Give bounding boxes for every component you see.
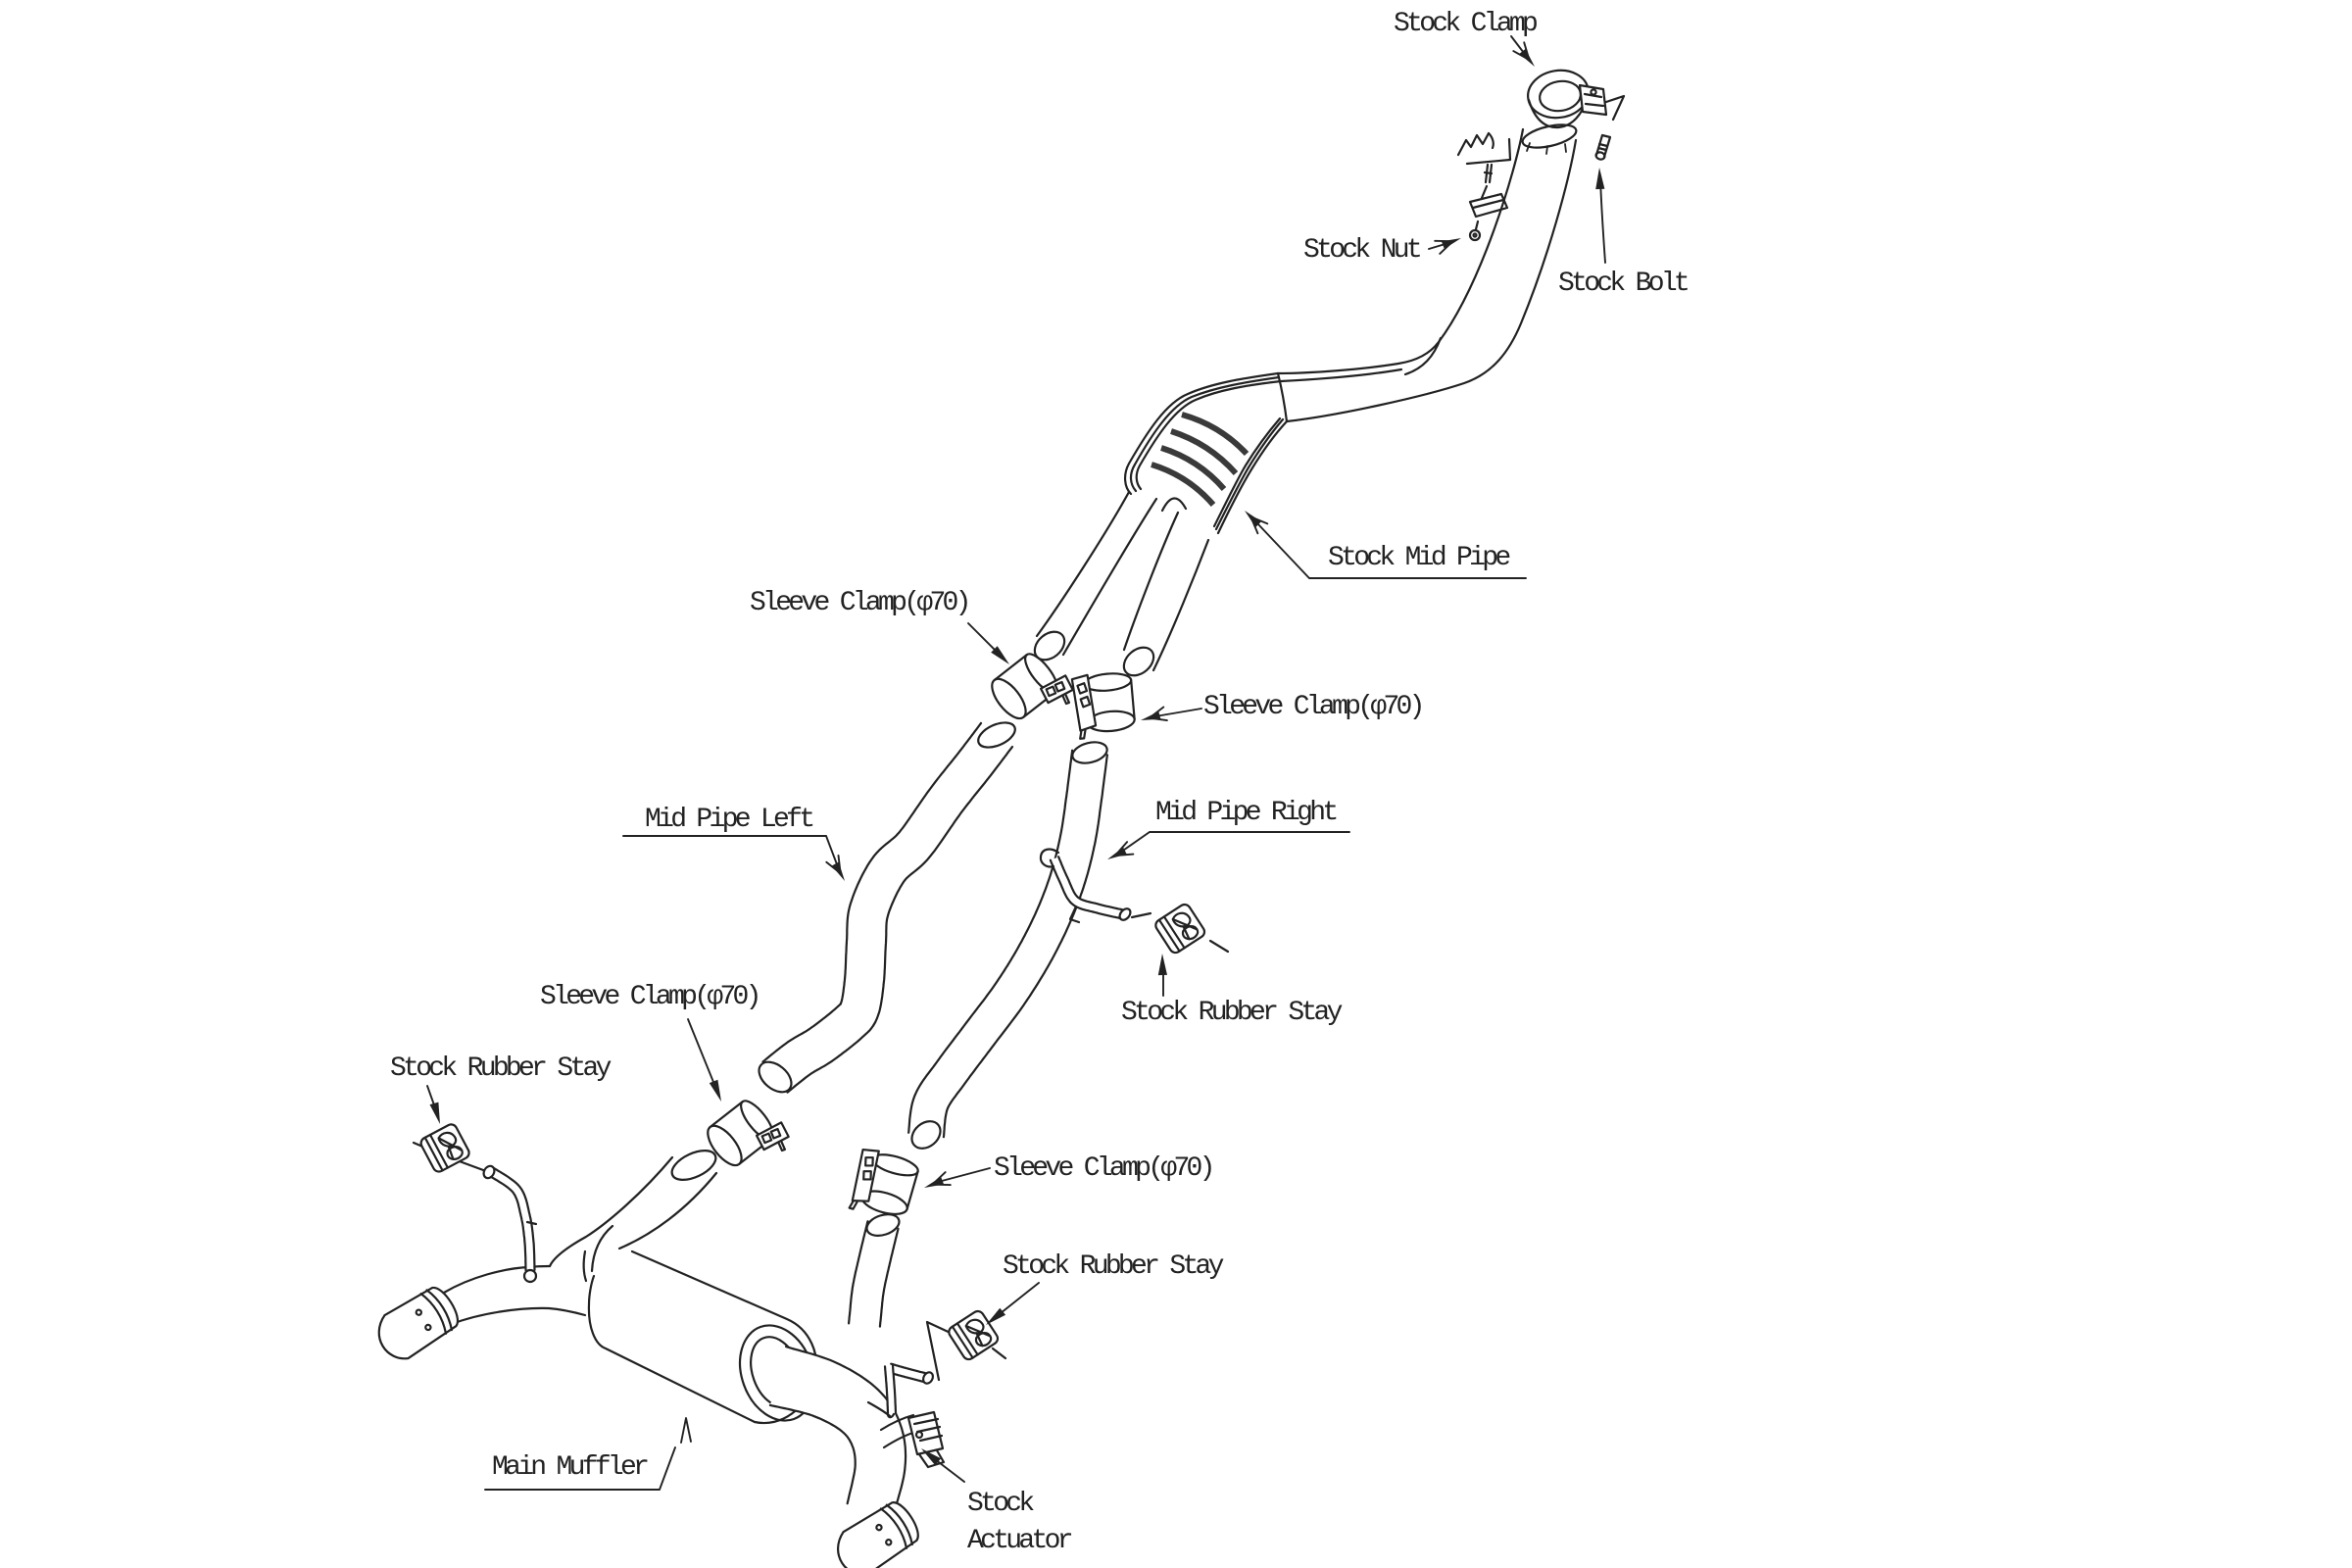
svg-text:Actuator: Actuator — [967, 1526, 1072, 1556]
svg-text:Sleeve Clamp(φ70): Sleeve Clamp(φ70) — [994, 1153, 1212, 1184]
svg-text:Stock: Stock — [967, 1489, 1034, 1519]
svg-text:Stock Bolt: Stock Bolt — [1558, 269, 1688, 299]
svg-text:Sleeve Clamp(φ70): Sleeve Clamp(φ70) — [1203, 692, 1422, 722]
svg-text:Sleeve Clamp(φ70): Sleeve Clamp(φ70) — [540, 982, 759, 1012]
svg-text:Stock Nut: Stock Nut — [1303, 235, 1420, 266]
svg-text:Stock Mid Pipe: Stock Mid Pipe — [1328, 543, 1509, 573]
svg-text:Stock Rubber Stay: Stock Rubber Stay — [1003, 1251, 1224, 1282]
svg-text:Stock Clamp: Stock Clamp — [1394, 9, 1537, 39]
svg-text:Stock Rubber Stay: Stock Rubber Stay — [390, 1054, 612, 1084]
svg-text:Main Muffler: Main Muffler — [492, 1452, 648, 1483]
svg-text:Sleeve Clamp(φ70): Sleeve Clamp(φ70) — [750, 588, 968, 618]
svg-text:Mid Pipe Left: Mid Pipe Left — [645, 805, 812, 835]
svg-text:Mid Pipe Right: Mid Pipe Right — [1155, 798, 1336, 828]
svg-text:Stock Rubber Stay: Stock Rubber Stay — [1121, 998, 1343, 1028]
